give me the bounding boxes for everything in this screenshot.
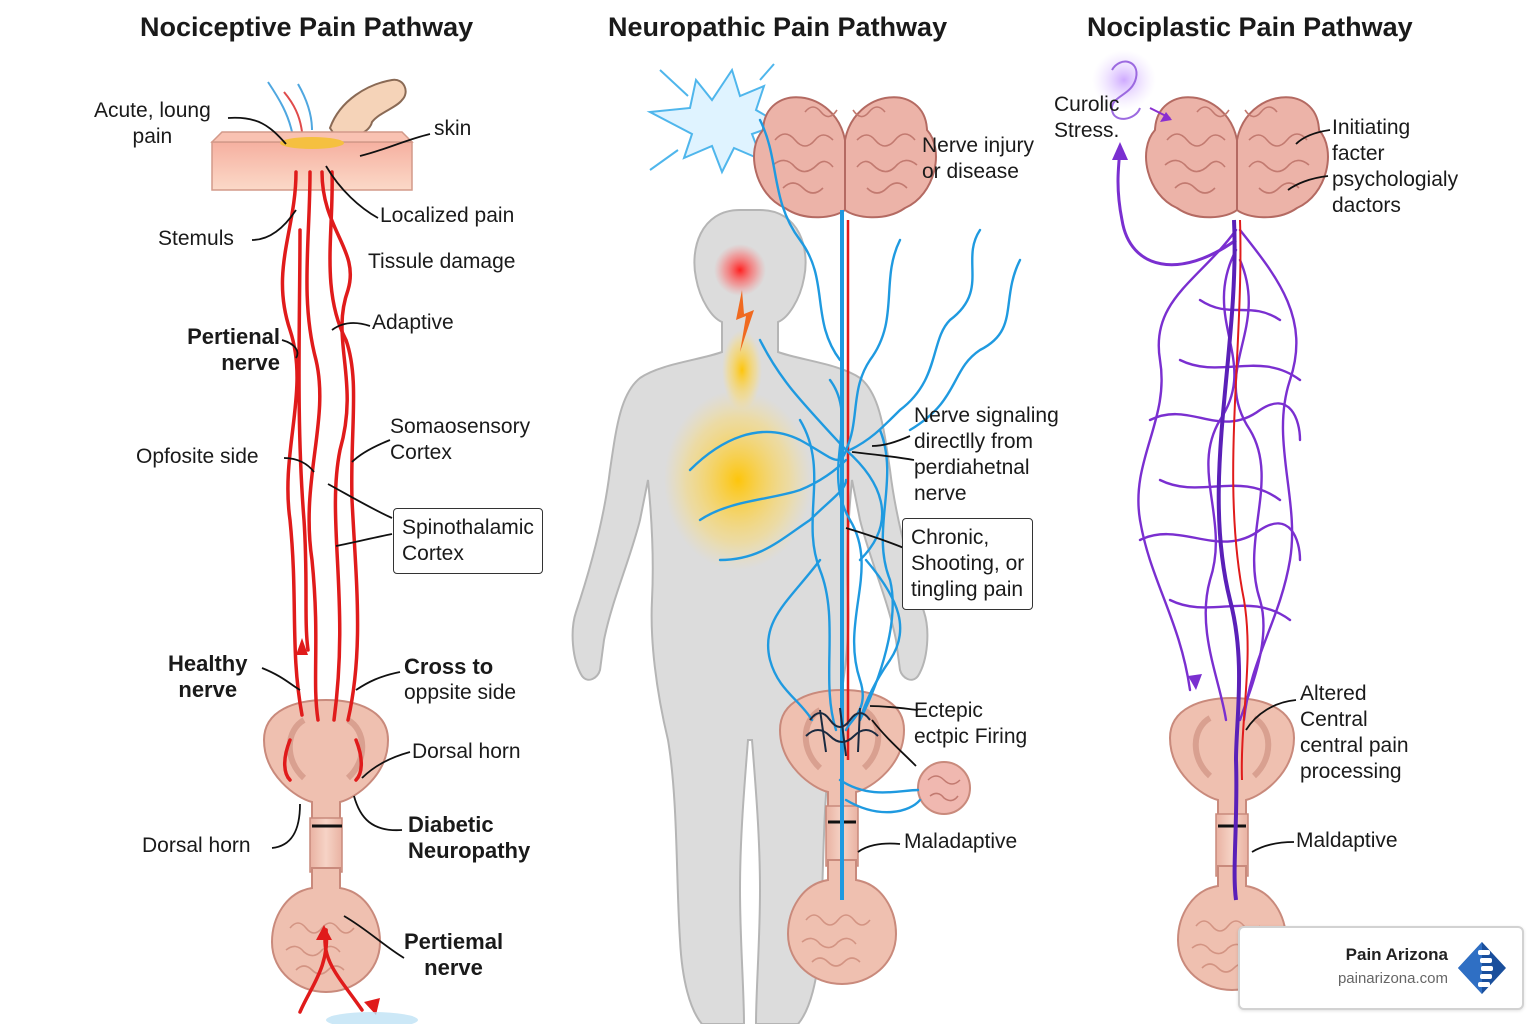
label-cross-to: Cross to	[404, 654, 494, 679]
label-maladaptive: Maladaptive	[904, 830, 1018, 853]
label-tissue-damage: Tissule damage	[368, 250, 516, 273]
panel-title-nociplastic: Nociplastic Pain Pathway	[1087, 12, 1413, 42]
nociceptive-art	[210, 78, 431, 1024]
label-acute-pain: Acute, loung pain	[94, 99, 211, 148]
brand-url[interactable]: painarizona.com	[1337, 970, 1448, 987]
label-healthy-nerve: Healthy nerve	[168, 651, 248, 702]
label-ectopic-firing: Ectepic ectpic Firing	[914, 699, 1028, 748]
label-nerve-injury: Nerve injury or disease	[922, 134, 1035, 183]
label-somatosensory-cortex: Somaosensory Cortex	[390, 415, 531, 464]
label-skin: skin	[434, 117, 472, 140]
label-nerve-signaling: Nerve signaling directlly from perdiahet…	[914, 404, 1059, 505]
spine-logo-icon	[1458, 942, 1506, 994]
label-dorsal-horn-left: Dorsal horn	[142, 834, 251, 857]
label-pertienal-nerve: Pertienal nerve	[187, 324, 280, 375]
nociplastic-art	[1092, 50, 1331, 991]
label-localized-pain: Localized pain	[380, 204, 515, 227]
panel-title-nociceptive: Nociceptive Pain Pathway	[140, 12, 474, 42]
label-altered-processing: Altered Central central pain processing	[1300, 682, 1409, 783]
label-initiating-factor: Initiating facter psychologialy dactors	[1332, 116, 1459, 217]
brand-badge[interactable]: Pain Arizona painarizona.com	[1238, 926, 1524, 1010]
label-adaptive: Adaptive	[372, 311, 454, 334]
label-stimulus: Stemuls	[158, 227, 234, 250]
neuropathic-art	[571, 63, 1022, 1024]
label-pertiemal-nerve: Pertiemal nerve	[404, 929, 504, 980]
box-spinothalamic-cortex: Spinothalamic Cortex	[393, 508, 543, 574]
label-dorsal-horn-right: Dorsal horn	[412, 740, 521, 763]
label-opposite-side-2: oppsite side	[404, 681, 517, 704]
label-maldaptive: Maldaptive	[1296, 829, 1398, 852]
panel-title-neuropathic: Neuropathic Pain Pathway	[608, 12, 948, 42]
brand-name: Pain Arizona	[1345, 945, 1448, 964]
label-diabetic-neuropathy: Diabetic Neuropathy	[408, 812, 531, 863]
box-chronic-pain: Chronic, Shooting, or tingling pain	[902, 518, 1034, 610]
label-chronic-stress: Curolic Stress.	[1054, 93, 1120, 142]
label-opposite-side: Opfosite side	[136, 445, 259, 468]
